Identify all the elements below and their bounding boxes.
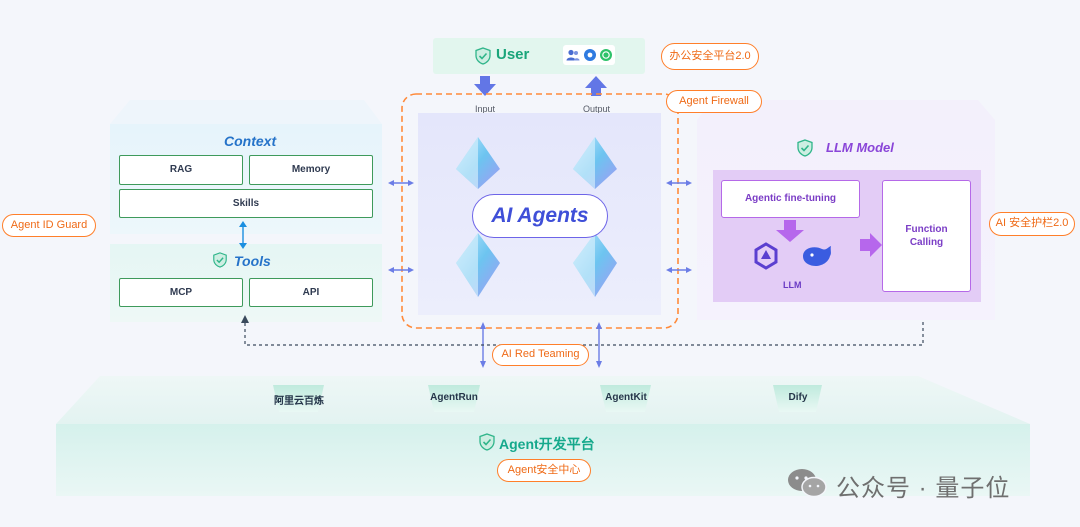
input-arrow-icon [474, 76, 496, 96]
shield-check-icon [213, 252, 227, 268]
circle-logo-icon [584, 49, 596, 61]
whale-logo-icon [803, 246, 831, 266]
platform-title: Agent开发平台 [499, 436, 595, 452]
user-label: User [496, 46, 530, 63]
bidirectional-arrows [388, 180, 692, 273]
context-tools-arrowheads [239, 221, 247, 249]
users-icon [566, 49, 580, 61]
llm-title: LLM Model [826, 140, 894, 155]
llm-label: LLM [783, 280, 802, 290]
crystal-icon [573, 137, 617, 189]
down-arrow-icon [776, 220, 804, 242]
shield-check-icon [475, 47, 491, 65]
security-center-badge: Agent安全中心 [497, 459, 591, 482]
platform-item-bailian: 阿里云百炼 [274, 396, 324, 407]
user-channel-icons [563, 45, 615, 65]
output-arrow-icon [585, 76, 607, 96]
agentic-finetuning-box: Agentic fine-tuning [721, 180, 860, 218]
context-title: Context [224, 133, 277, 149]
feedback-arrowhead [241, 315, 249, 323]
platform-item-agentkit: AgentKit [605, 392, 647, 403]
api-box: API [249, 278, 373, 307]
crystal-icon [573, 233, 617, 297]
platform-item-dify: Dify [788, 392, 808, 403]
watermark-text: 公众号 · 量子位 [836, 475, 1011, 502]
qwen-logo-icon [754, 242, 778, 270]
input-label: Input [475, 104, 496, 114]
platform-tag-shape [273, 385, 324, 412]
crystal-icon [456, 137, 500, 189]
crystal-icon [456, 233, 500, 297]
feedback-dashed-line [244, 322, 924, 346]
agent-firewall-boundary [401, 93, 679, 329]
memory-box: Memory [249, 155, 373, 185]
output-label: Output [583, 104, 611, 114]
platform-tag-shape [428, 385, 480, 412]
function-calling-box: Function Calling [882, 180, 971, 292]
ai-agents-pill: AI Agents [472, 194, 608, 238]
office-security-badge: 办公安全平台2.0 [661, 43, 759, 70]
whatsapp-icon [600, 49, 612, 61]
shield-check-icon [797, 139, 813, 157]
wechat-icon [788, 469, 827, 498]
platform-item-agentrun: AgentRun [430, 392, 478, 403]
tools-title: Tools [234, 253, 271, 269]
shield-check-icon [479, 433, 495, 451]
agents-crystals [456, 137, 617, 297]
platform-tag-shape [773, 385, 822, 412]
platform-tag-shape [600, 385, 651, 412]
skills-box: Skills [119, 189, 373, 218]
agent-firewall-badge: Agent Firewall [666, 90, 762, 113]
llm-slab-top [697, 100, 995, 120]
right-arrow-icon [860, 233, 882, 257]
ai-guardrail-badge: AI 安全护栏2.0 [989, 212, 1075, 236]
rag-box: RAG [119, 155, 243, 185]
ai-red-teaming-badge: AI Red Teaming [492, 344, 589, 366]
context-slab-top [110, 100, 382, 124]
mcp-box: MCP [119, 278, 243, 307]
agent-id-guard-badge: Agent ID Guard [2, 214, 96, 237]
